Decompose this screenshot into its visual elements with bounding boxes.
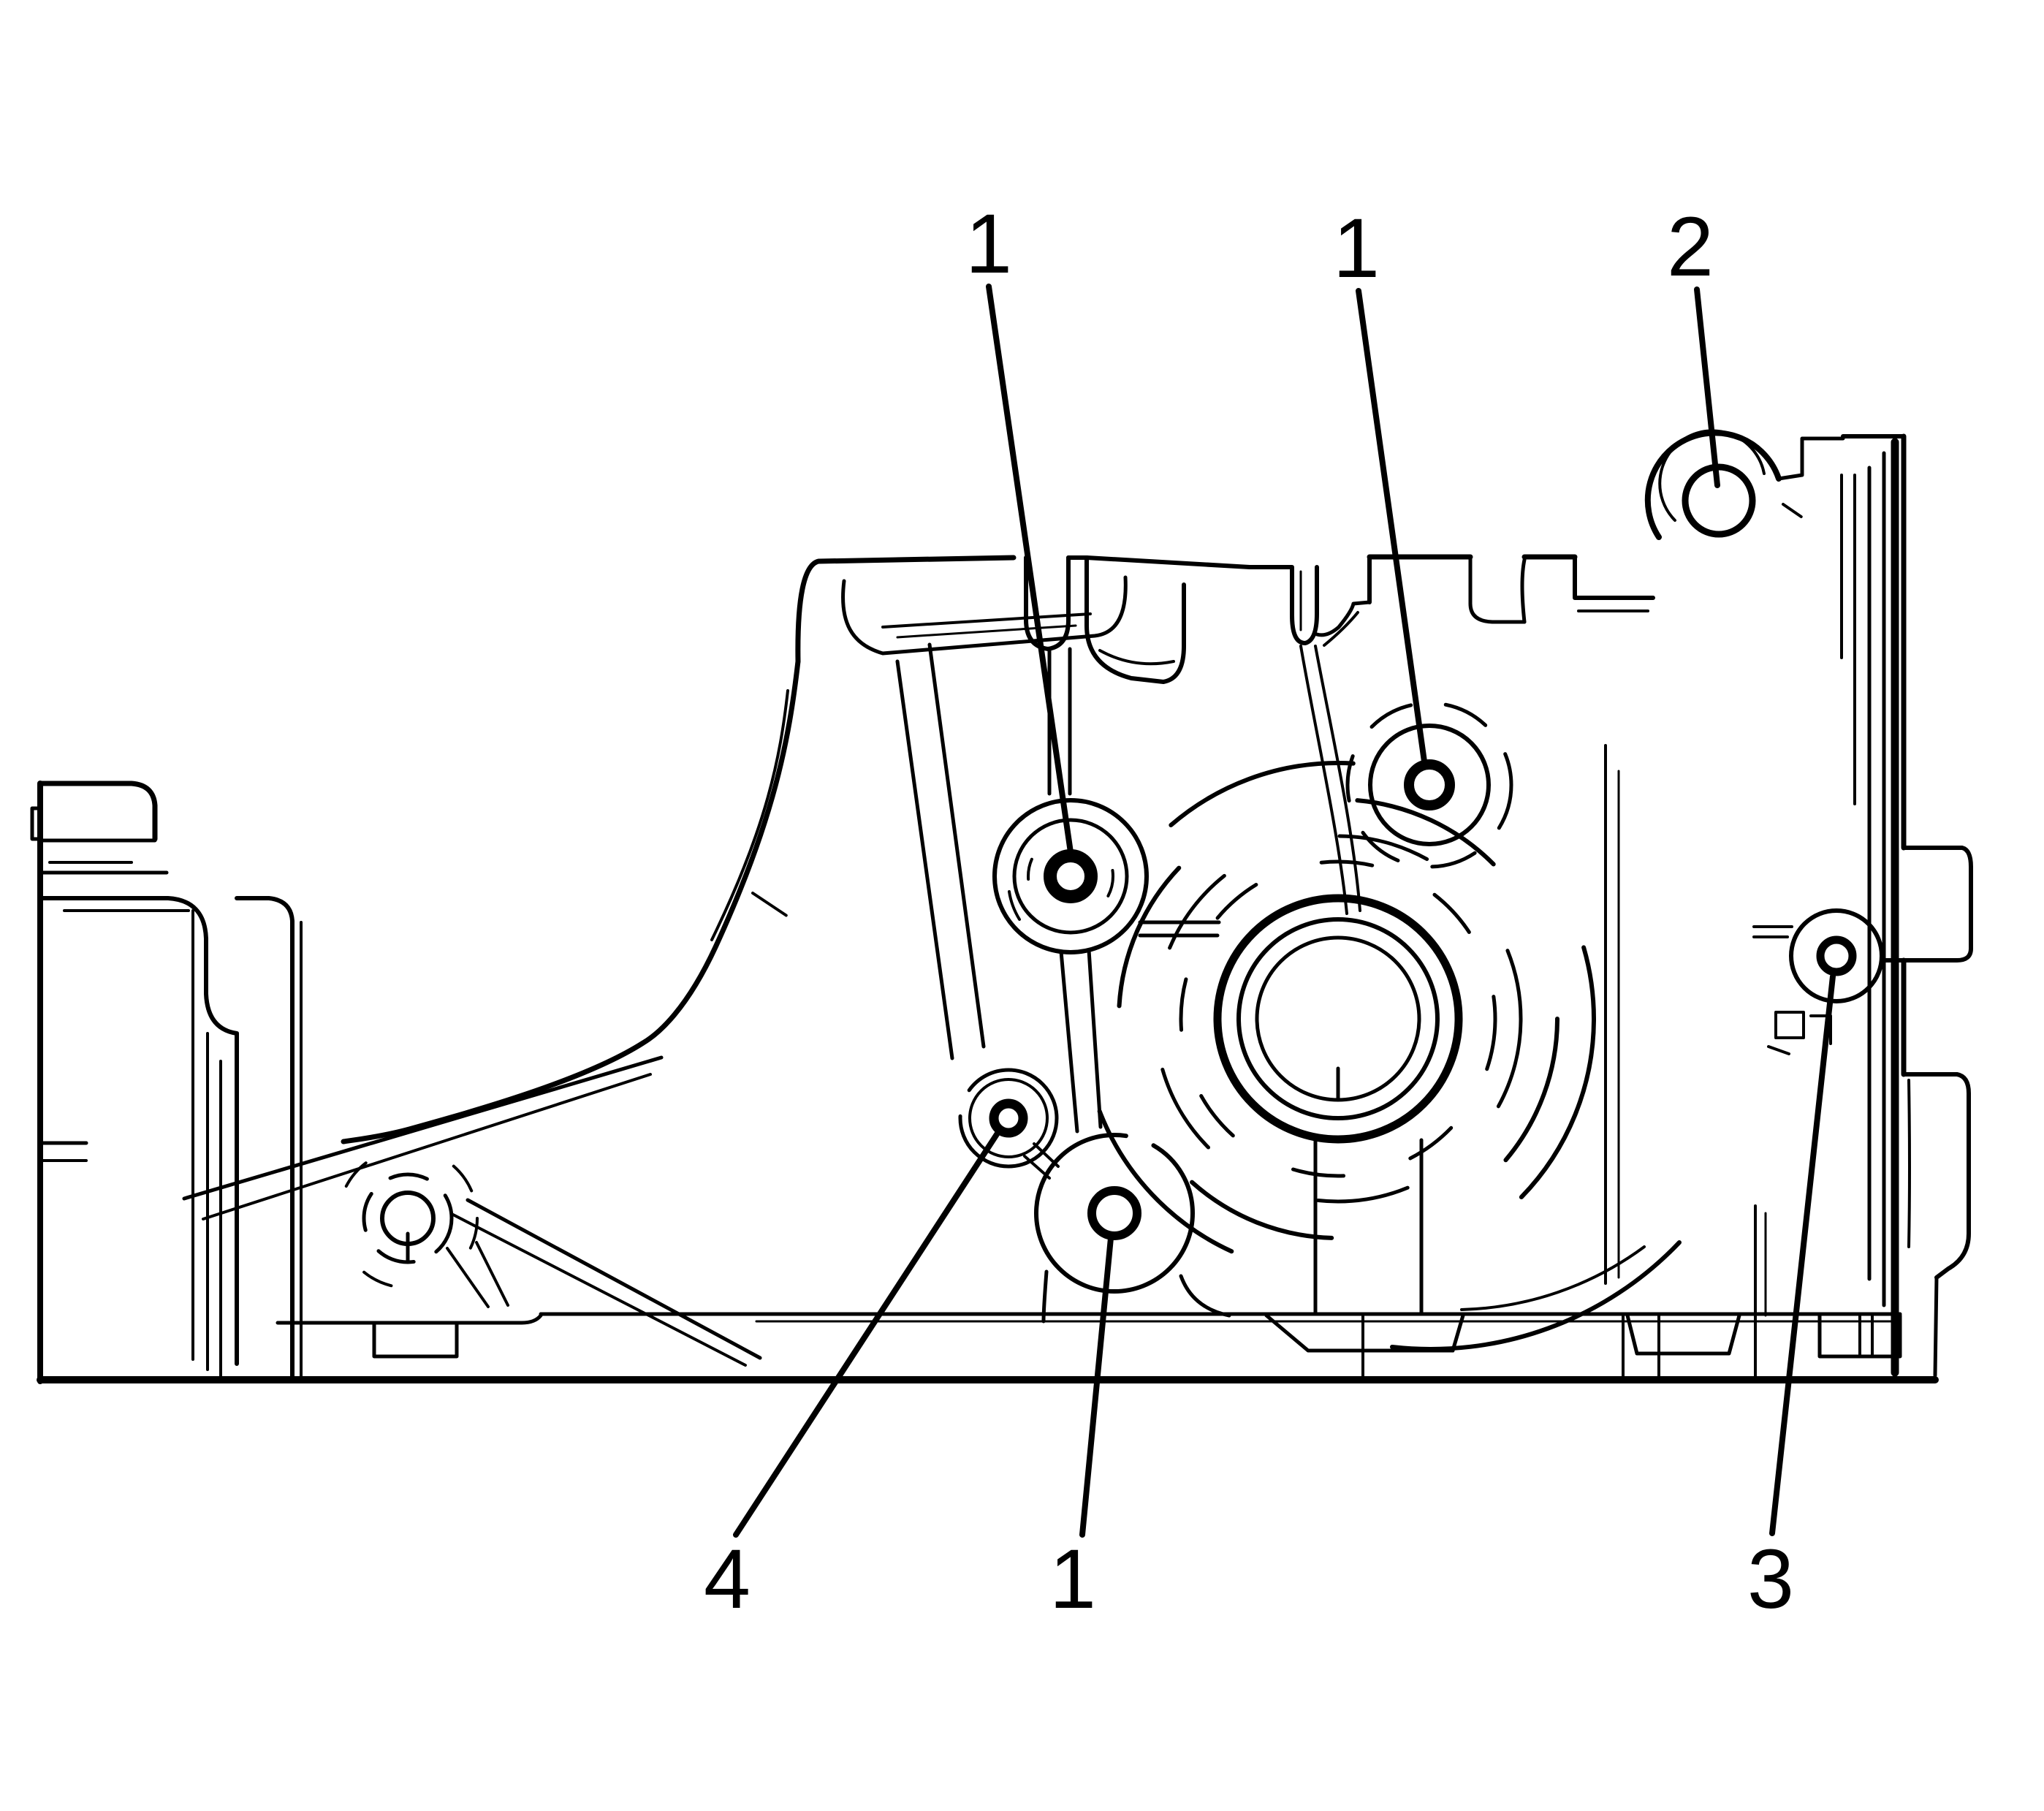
bolt-hole-top-right-ear (1682, 463, 1756, 538)
callout-leader-bolt-hole-upper-left (986, 284, 1074, 855)
callout-label-bolt-hole-upper-left: 1 (965, 197, 1012, 291)
top-edge (795, 554, 1655, 684)
callout-label-bolt-hole-small-lower-left: 4 (704, 1533, 751, 1626)
central-bore (1008, 761, 1682, 1351)
bottom-flange (37, 1204, 1939, 1383)
bolt-hole-right-side-boss (1789, 908, 1884, 1003)
bolt-hole-upper-left-boss (992, 798, 1149, 954)
callout-label-bolt-hole-right-side: 3 (1747, 1533, 1794, 1626)
callout-leader-bolt-hole-right-side (1769, 973, 1836, 1536)
bolt-hole-upper-left (1044, 849, 1098, 903)
callout-leader-bolt-hole-lower-middle (1079, 1235, 1114, 1538)
bolt-hole-small-lower-left-boss (958, 1068, 1059, 1169)
callout-layer: 1 1 2 4 1 3 (704, 197, 1836, 1626)
bolt-hole-small-lower-left (989, 1098, 1028, 1138)
top-right-ear (1644, 429, 1904, 540)
body-neck-and-seams (182, 658, 811, 1367)
bolt-hole-upper-middle-boss (1368, 724, 1491, 846)
bolt-hole-upper-middle (1404, 759, 1455, 810)
callout-label-bolt-hole-upper-middle: 1 (1333, 202, 1380, 295)
central-bore-outer (1213, 894, 1463, 1144)
callout-label-bolt-hole-top-right-ear: 2 (1667, 200, 1714, 294)
left-end-block (30, 781, 303, 1384)
bolt-hole-right-side (1816, 935, 1857, 976)
callout-label-bolt-hole-lower-middle: 1 (1049, 1533, 1096, 1626)
bolt-holes (958, 701, 1884, 1294)
bolt-hole-lower-middle (1087, 1186, 1141, 1240)
callout-leader-bolt-hole-top-right-ear (1694, 286, 1720, 488)
rib-network (895, 642, 1424, 1324)
callout-leader-bolt-hole-upper-middle (1356, 288, 1427, 764)
dowel-hole-left (337, 1147, 479, 1289)
callout-leader-bolt-hole-small-lower-left (733, 1129, 1001, 1538)
bolt-hole-lower-middle-boss (1034, 1133, 1195, 1294)
right-flange (1604, 433, 1973, 1378)
